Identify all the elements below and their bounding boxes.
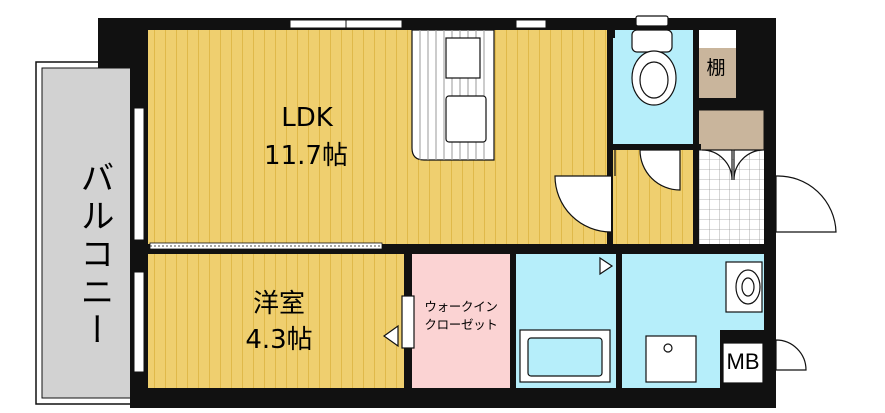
western-room-area: 4.3帖 xyxy=(245,325,313,355)
windows xyxy=(133,19,547,373)
washing-machine-space xyxy=(645,335,697,383)
shelf xyxy=(697,48,736,98)
walk-in-closet-label-line2: クローゼット xyxy=(424,317,498,332)
balcony-label: バルコニー xyxy=(74,160,114,350)
bathtub xyxy=(519,329,611,383)
meter-box xyxy=(722,342,764,384)
ldk-name: LDK xyxy=(281,103,333,133)
ldk-area: 11.7帖 xyxy=(264,141,348,171)
door-arcs xyxy=(382,149,837,371)
shelf-label: 棚 xyxy=(706,57,726,79)
western-room-floor xyxy=(148,254,404,388)
walk-in-closet-floor xyxy=(412,254,510,388)
balcony xyxy=(35,61,137,405)
kitchen-counter xyxy=(411,29,495,161)
western-room-name: 洋室 xyxy=(252,289,305,319)
shoe-cabinet xyxy=(696,109,765,151)
toilet-icon xyxy=(631,15,677,106)
washbasin xyxy=(725,261,763,313)
sliding-partition xyxy=(149,242,383,250)
walk-in-closet-label-line1: ウォークイン xyxy=(424,299,498,314)
meter-box-label: MB xyxy=(726,349,760,374)
ldk-floor xyxy=(148,30,611,244)
